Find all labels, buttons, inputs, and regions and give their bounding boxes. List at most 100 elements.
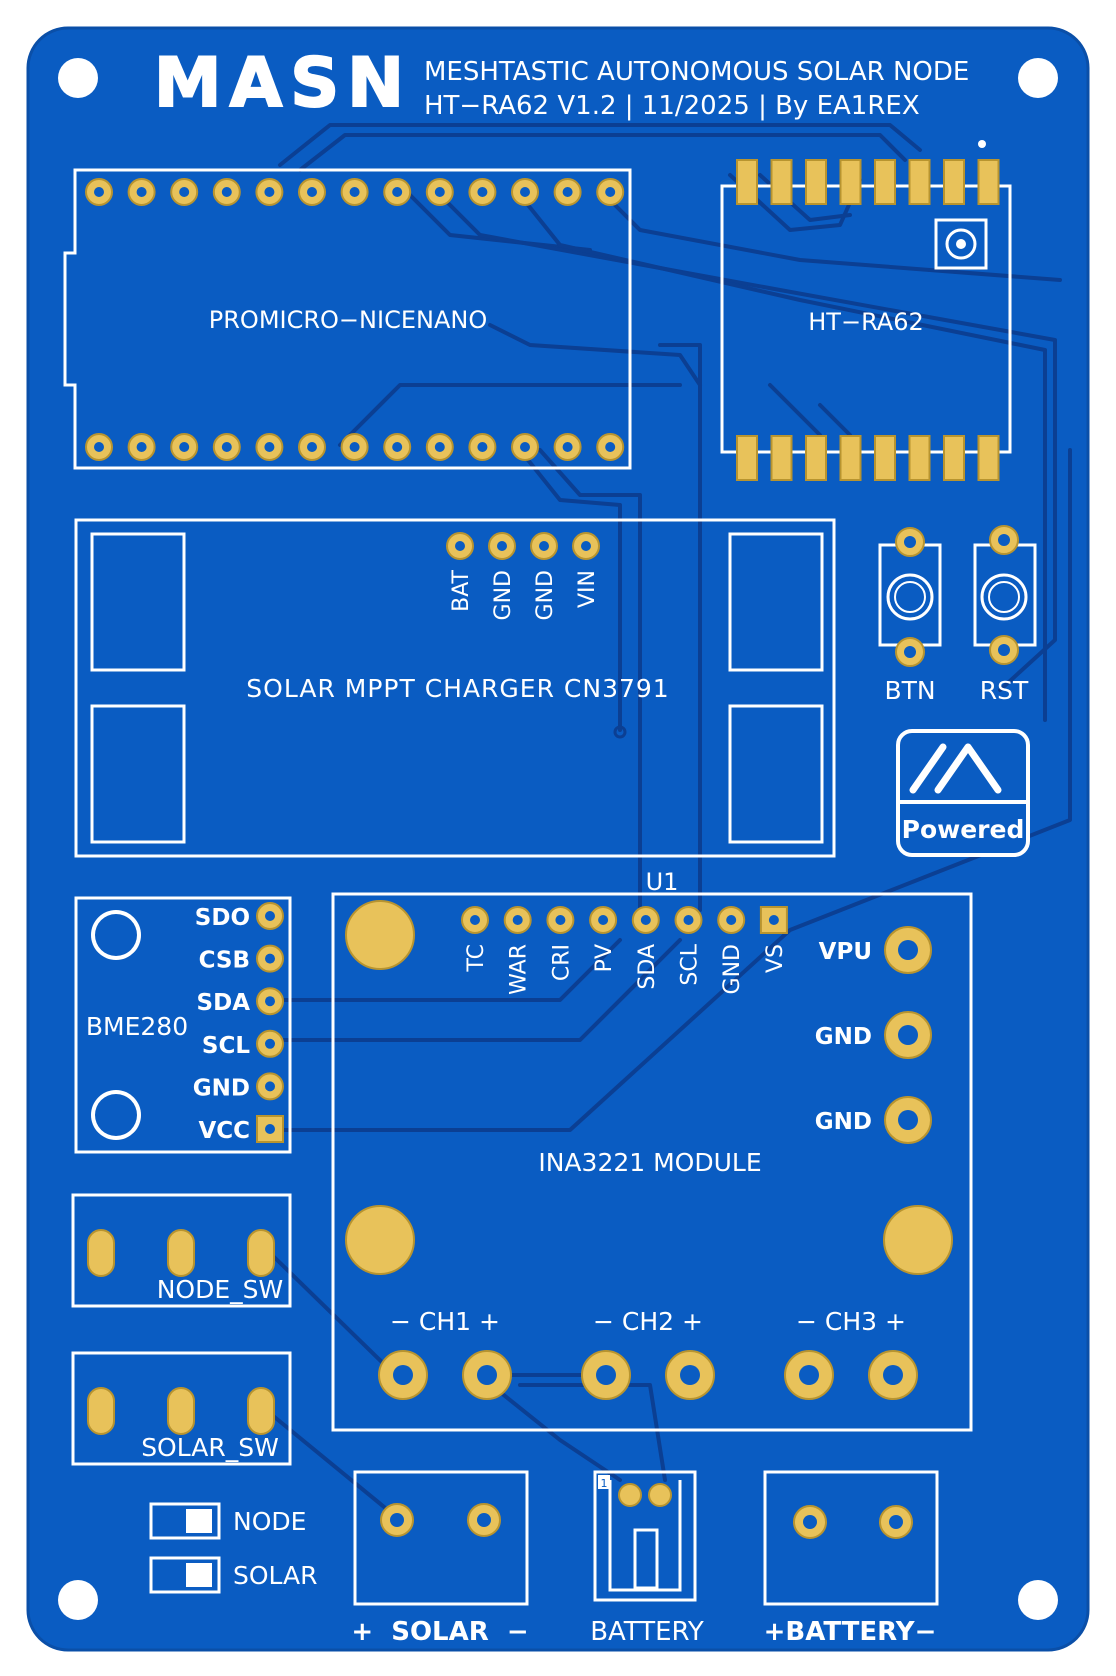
charger-pin-label: BAT bbox=[449, 569, 474, 611]
ina-pin-label: TC bbox=[464, 944, 489, 973]
ina-pin-sda bbox=[631, 906, 660, 934]
bme-pin-label: SDO bbox=[195, 905, 250, 931]
copper-traces bbox=[270, 123, 1072, 1522]
ina-channel-label: − CH1 + bbox=[390, 1307, 500, 1336]
node-sw-label: NODE_SW bbox=[157, 1275, 284, 1304]
ina-pin-pv bbox=[589, 906, 618, 934]
solar-charger-footprint: BAT GND GND VIN SOLAR MPPT CHARGER CN3791 bbox=[74, 518, 836, 858]
button-btn[interactable]: BTN bbox=[878, 527, 942, 705]
charger-pin-label: GND bbox=[491, 570, 516, 620]
masn-logo: MASN bbox=[153, 43, 412, 124]
bme-pin-sdo bbox=[256, 902, 284, 930]
ina-pin-label: SCL bbox=[678, 943, 703, 985]
pin1-dot bbox=[978, 140, 986, 148]
ra62-pad-top-2 bbox=[770, 159, 793, 205]
ina-side-pin-label: VPU bbox=[819, 939, 872, 965]
ra62-pad-top-1 bbox=[736, 159, 758, 205]
ufl-antenna-connector bbox=[934, 218, 988, 270]
ina-ch1-plus-pad bbox=[462, 1350, 512, 1400]
promicro-pin-top-1 bbox=[85, 178, 113, 206]
ina-side-pin-label: GND bbox=[815, 1109, 872, 1135]
promicro-pin-bottom-2 bbox=[127, 433, 156, 461]
ina-pin-gnd bbox=[717, 906, 746, 934]
promicro-footprint: PROMICRO−NICENANO bbox=[63, 168, 632, 470]
ina-pin-vs bbox=[759, 906, 788, 934]
promicro-pin-top-5 bbox=[255, 178, 284, 206]
solar-charger-label: SOLAR MPPT CHARGER CN3791 bbox=[246, 674, 669, 703]
bme-pin-gnd bbox=[256, 1072, 284, 1101]
badge-text: Powered bbox=[902, 815, 1025, 844]
solar-switch[interactable]: SOLAR_SW bbox=[71, 1351, 292, 1466]
promicro-pin-top-6 bbox=[298, 178, 326, 206]
ra62-pad-bottom-7 bbox=[943, 435, 965, 481]
logo-text: MASN bbox=[154, 44, 412, 123]
mounting-holes bbox=[58, 58, 1058, 1620]
button-rst[interactable]: RST bbox=[973, 525, 1037, 705]
promicro-pin-top-10 bbox=[468, 178, 497, 206]
htra62-footprint: HT−RA62 bbox=[720, 140, 1012, 481]
ina-ch3-minus-pad bbox=[784, 1350, 834, 1400]
promicro-bottom-pins bbox=[85, 433, 625, 461]
promicro-pin-bottom-5 bbox=[255, 433, 284, 461]
battery-connector: +BATTERY− bbox=[763, 1470, 939, 1647]
bme-pin-label: SDA bbox=[197, 990, 251, 1016]
ra62-pad-bottom-3 bbox=[805, 435, 827, 481]
ra62-pad-top-5 bbox=[874, 159, 896, 205]
ina-pin-label: PV bbox=[592, 944, 617, 972]
ra62-bottom-pads bbox=[736, 435, 1000, 481]
promicro-pin-top-8 bbox=[383, 178, 412, 206]
promicro-pin-top-7 bbox=[340, 178, 369, 206]
ra62-pad-bottom-2 bbox=[770, 435, 793, 481]
ina-channels: − CH1 + − CH2 + − CH3 + bbox=[378, 1307, 918, 1400]
charger-pins: BAT GND GND VIN bbox=[446, 532, 600, 620]
node-switch[interactable]: NODE_SW bbox=[71, 1193, 292, 1308]
board-title-line2: HT−RA62 V1.2 | 11/2025 | By EA1REX bbox=[424, 91, 920, 121]
charger-pin-gnd-3 bbox=[530, 532, 558, 560]
legend-node: NODE bbox=[233, 1507, 306, 1536]
solar-sw-label: SOLAR_SW bbox=[141, 1433, 279, 1462]
promicro-pin-top-4 bbox=[212, 178, 241, 206]
promicro-pin-top-12 bbox=[553, 178, 582, 206]
promicro-pin-bottom-8 bbox=[383, 433, 412, 461]
ina-side-pin-2 bbox=[884, 1011, 932, 1059]
promicro-pin-top-2 bbox=[127, 178, 156, 206]
charger-pin-label: VIN bbox=[575, 570, 600, 608]
bme-pin-label: GND bbox=[193, 1075, 250, 1101]
meshtastic-logo-icon bbox=[909, 743, 1002, 794]
ina-pin-label: VS bbox=[763, 944, 788, 973]
legend-solar: SOLAR bbox=[233, 1561, 318, 1590]
promicro-pin-top-3 bbox=[170, 178, 199, 206]
promicro-pin-top-13 bbox=[596, 178, 625, 206]
jst-pin1-mark: 1 bbox=[601, 1477, 608, 1490]
promicro-pin-bottom-9 bbox=[425, 433, 454, 461]
solar-connector: + SOLAR − bbox=[351, 1470, 529, 1647]
ina-pin-war bbox=[503, 906, 532, 934]
rst-label: RST bbox=[980, 676, 1029, 705]
battery-connector-label: +BATTERY− bbox=[764, 1617, 937, 1647]
ina-side-pin-1 bbox=[884, 926, 932, 974]
ina-ch2-minus-pad bbox=[581, 1350, 631, 1400]
bme-pin-label: CSB bbox=[199, 948, 250, 974]
bme-pins: SDO CSB SDA SCL GND VCC bbox=[193, 902, 284, 1144]
bme-pin-label: VCC bbox=[198, 1118, 250, 1144]
ina-pin-label: GND bbox=[720, 944, 745, 994]
powered-badge: Powered bbox=[896, 729, 1030, 857]
ina-pin-scl bbox=[674, 906, 703, 934]
ra62-pad-bottom-1 bbox=[736, 435, 758, 481]
ra62-pad-top-6 bbox=[908, 159, 931, 205]
ina-channel-label: − CH3 + bbox=[796, 1307, 906, 1336]
bme-pin-label: SCL bbox=[202, 1033, 250, 1059]
battery-jst-connector: 1 BATTERY bbox=[590, 1470, 704, 1647]
btn-label: BTN bbox=[884, 676, 935, 705]
promicro-pin-bottom-11 bbox=[511, 433, 539, 461]
ra62-pad-bottom-4 bbox=[839, 435, 862, 481]
ina-channel-label: − CH2 + bbox=[593, 1307, 703, 1336]
ina-ch1-minus-pad bbox=[378, 1350, 428, 1400]
ra62-pad-bottom-8 bbox=[977, 435, 1000, 481]
charger-pin-label: GND bbox=[533, 570, 558, 620]
